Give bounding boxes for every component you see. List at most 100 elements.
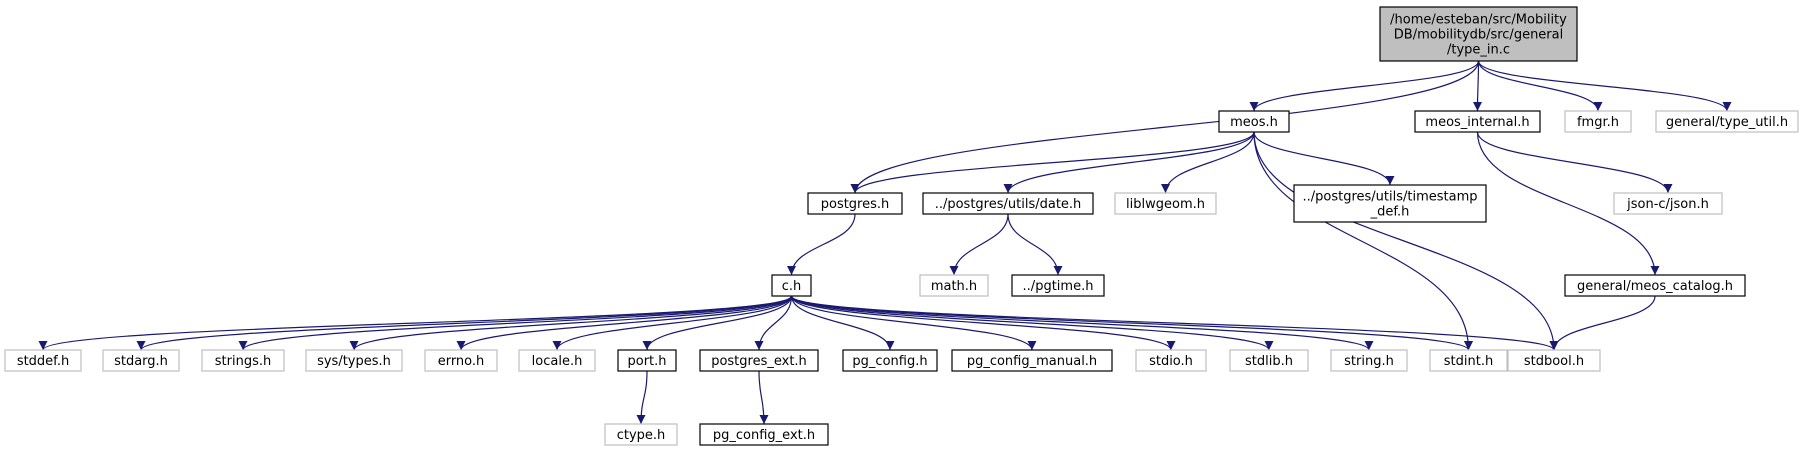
node-label: strings.h <box>215 354 271 369</box>
node-root[interactable]: /home/esteban/src/MobilityDB/mobilitydb/… <box>1379 6 1578 62</box>
node-box <box>305 349 403 372</box>
node-label: stdlib.h <box>1245 354 1293 369</box>
node-box <box>604 423 678 446</box>
edge-c_h-to-port_h <box>642 295 793 351</box>
node-label: pg_config_ext.h <box>713 428 815 443</box>
edge-c_h-to-strings_h <box>238 295 793 351</box>
edge-root-to-type_util_h <box>1477 60 1732 112</box>
edge-root-to-postgres_h <box>850 60 1480 194</box>
node-label: DB/mobilitydb/src/general <box>1394 28 1563 43</box>
node-liblwgeom-h: liblwgeom.h <box>1114 192 1217 215</box>
node-box <box>518 349 596 372</box>
node-meos-catalog-h[interactable]: general/meos_catalog.h <box>1564 274 1746 297</box>
edge-meos_h-to-timestamp_def_h <box>1253 131 1395 186</box>
edge-c_h-to-stddef_h <box>38 295 793 351</box>
node-pg-config-manual-h[interactable]: pg_config_manual.h <box>951 349 1113 372</box>
node-box <box>102 349 180 372</box>
node-stdlib-h: stdlib.h <box>1229 349 1309 372</box>
edge-root-to-fmgr_h <box>1477 60 1603 112</box>
node-label: _def.h <box>1370 205 1410 220</box>
node-box <box>1135 349 1207 372</box>
node-box <box>919 274 989 297</box>
node-strings-h: strings.h <box>201 349 285 372</box>
edge-c_h-to-errno_h <box>456 295 793 351</box>
node-box <box>1330 349 1408 372</box>
node-box <box>771 274 812 297</box>
node-pgtime-h[interactable]: ../pgtime.h <box>1011 274 1105 297</box>
node-label: locale.h <box>532 354 583 369</box>
node-box <box>922 192 1094 215</box>
node-box <box>1414 110 1541 133</box>
node-stdbool-h: stdbool.h <box>1507 349 1601 372</box>
edge-meos_h-to-liblwgeom_h <box>1161 131 1255 194</box>
node-label: sys/types.h <box>317 354 391 369</box>
node-label: stdio.h <box>1149 354 1193 369</box>
edge-meos_h-to-stdbool_h <box>1253 131 1559 351</box>
edge-date_h-to-pgtime_h <box>1007 213 1063 276</box>
edge-postgres_h-to-c_h <box>787 213 856 276</box>
node-port-h[interactable]: port.h <box>617 349 677 372</box>
node-meos-h[interactable]: meos.h <box>1218 110 1290 133</box>
node-string-h: string.h <box>1330 349 1408 372</box>
node-label: general/type_util.h <box>1666 115 1788 130</box>
edge-c_h-to-stdlib_h <box>790 295 1274 351</box>
node-timestamp-def-h[interactable]: ../postgres/utils/timestamp_def.h <box>1293 184 1487 223</box>
node-stdio-h: stdio.h <box>1135 349 1207 372</box>
node-box <box>1564 110 1632 133</box>
edge-c_h-to-stdarg_h <box>136 295 793 351</box>
edge-date_h-to-math_h <box>949 213 1009 276</box>
node-pg-config-ext-h[interactable]: pg_config_ext.h <box>699 423 829 446</box>
node-stddef-h: stddef.h <box>4 349 82 372</box>
edge-c_h-to-postgres_ext_h <box>754 295 793 351</box>
node-box <box>1655 110 1799 133</box>
edge-c_h-to-pg_config_h <box>790 295 895 351</box>
edge-c_h-to-stdbool_h <box>790 295 1559 351</box>
node-label: port.h <box>627 354 666 369</box>
node-label: stdarg.h <box>114 354 168 369</box>
node-meos-internal-h[interactable]: meos_internal.h <box>1414 110 1541 133</box>
node-label: postgres_ext.h <box>711 354 807 369</box>
node-box <box>699 423 829 446</box>
node-box <box>1429 349 1508 372</box>
edges-layer <box>38 60 1732 425</box>
node-postgres-h[interactable]: postgres.h <box>807 192 903 215</box>
node-postgres-ext-h[interactable]: postgres_ext.h <box>699 349 819 372</box>
node-box <box>1229 349 1309 372</box>
node-label: liblwgeom.h <box>1126 197 1205 212</box>
node-label: errno.h <box>438 354 485 369</box>
node-box <box>1613 192 1723 215</box>
node-label: ctype.h <box>617 428 666 443</box>
edge-meos_h-to-date_h <box>1003 131 1255 194</box>
node-locale-h: locale.h <box>518 349 596 372</box>
node-box <box>201 349 285 372</box>
node-date-h[interactable]: ../postgres/utils/date.h <box>922 192 1094 215</box>
edge-postgres_ext_h-to-pg_config_ext_h <box>758 370 769 425</box>
node-label: general/meos_catalog.h <box>1577 279 1733 294</box>
edge-port_h-to-ctype_h <box>636 370 648 425</box>
edge-meos_h-to-postgres_h <box>850 131 1255 194</box>
edge-c_h-to-locale_h <box>552 295 793 351</box>
node-label: pg_config_manual.h <box>967 354 1097 369</box>
node-label: stddef.h <box>17 354 69 369</box>
node-label: ../pgtime.h <box>1023 279 1094 294</box>
node-c-h[interactable]: c.h <box>771 274 812 297</box>
node-box <box>807 192 903 215</box>
node-label: stdbool.h <box>1524 354 1584 369</box>
edge-c_h-to-sys_types_h <box>349 295 793 351</box>
edge-meos_internal_h-to-meos_catalog_h <box>1476 131 1660 276</box>
node-stdint-h: stdint.h <box>1429 349 1508 372</box>
node-label: postgres.h <box>821 197 890 212</box>
node-box <box>1011 274 1105 297</box>
node-label: pg_config.h <box>852 354 927 369</box>
edge-root-to-meos_h <box>1249 60 1480 112</box>
node-label: ../postgres/utils/timestamp <box>1302 190 1477 205</box>
node-box <box>842 349 938 372</box>
node-label: /home/esteban/src/Mobility <box>1390 13 1567 28</box>
node-stdarg-h: stdarg.h <box>102 349 180 372</box>
node-box <box>1218 110 1290 133</box>
node-errno-h: errno.h <box>424 349 498 372</box>
node-label: fmgr.h <box>1577 115 1619 130</box>
node-json-h: json-c/json.h <box>1613 192 1723 215</box>
node-pg-config-h[interactable]: pg_config.h <box>842 349 938 372</box>
